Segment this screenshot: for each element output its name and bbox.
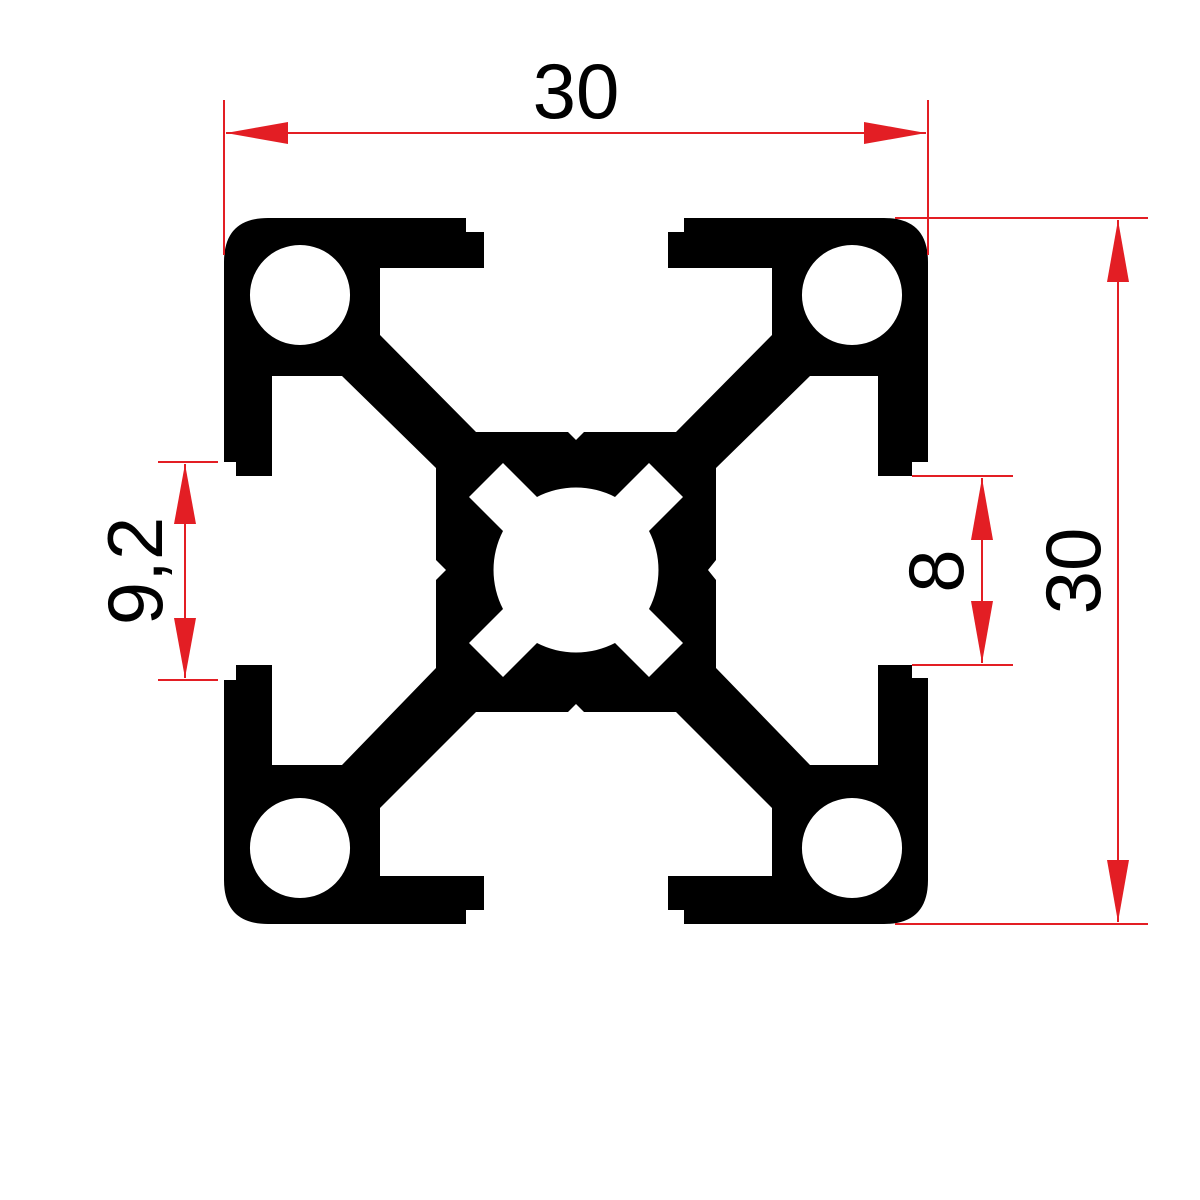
- profile-cross-section: [224, 218, 928, 924]
- height-label: 30: [1029, 528, 1117, 615]
- height-arrow-bottom: [1107, 860, 1129, 922]
- dimension-annotations: 30 30 9,2 8: [91, 47, 1148, 925]
- height-dimension: 30: [895, 217, 1148, 925]
- slot-width-arrow-top: [971, 478, 993, 540]
- slot-width-label: 8: [892, 549, 980, 592]
- slot-opening-dimension: 9,2: [91, 461, 218, 681]
- aluminium-profile: [224, 218, 928, 924]
- slot-opening-arrow-top: [174, 464, 196, 524]
- slot-opening-label: 9,2: [91, 517, 179, 625]
- width-dimension: 30: [223, 47, 929, 255]
- width-arrow-right: [864, 122, 926, 144]
- slot-width-arrow-bottom: [971, 601, 993, 663]
- slot-width-dimension: 8: [892, 475, 1013, 666]
- slot-opening-arrow-bottom: [174, 618, 196, 678]
- width-arrow-left: [226, 122, 288, 144]
- width-label: 30: [533, 47, 620, 135]
- height-arrow-top: [1107, 220, 1129, 282]
